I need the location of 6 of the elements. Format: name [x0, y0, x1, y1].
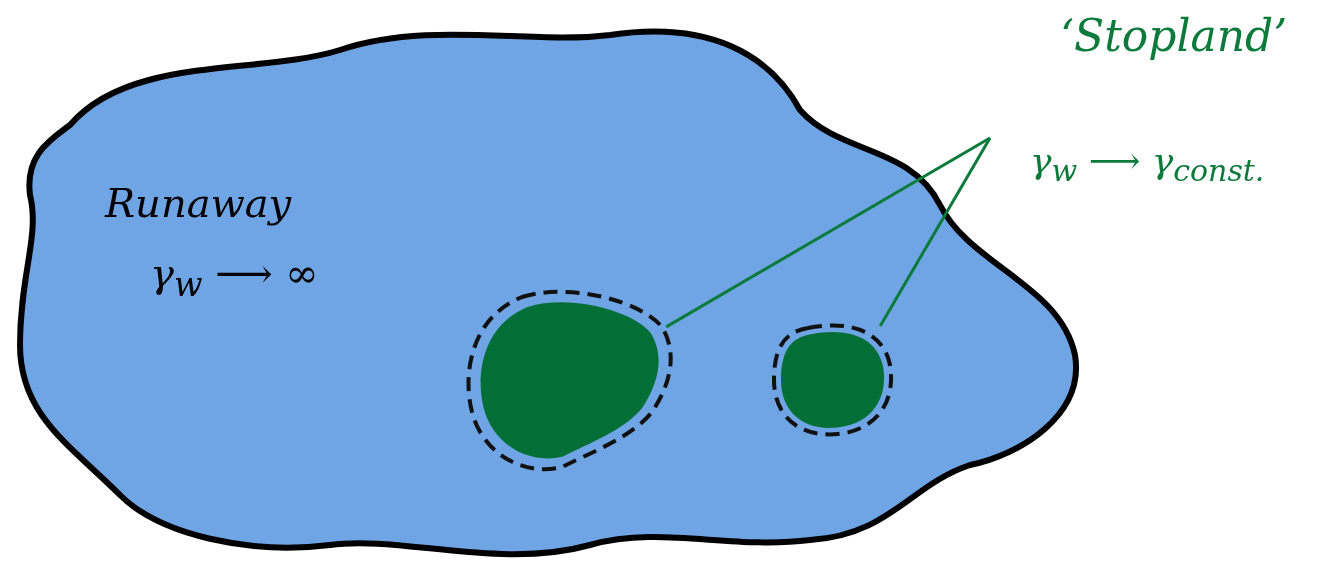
formula-label: γ$_{w}$ ⟶ ∞ [150, 250, 319, 304]
region-label: Runaway [105, 180, 292, 226]
leader-line [878, 137, 992, 327]
region-label: ‘Stopland’ [1060, 10, 1288, 61]
formula-label: γ$_{w}$ ⟶ γ$_{const.}$ [1030, 140, 1265, 189]
leader-line [665, 136, 991, 329]
